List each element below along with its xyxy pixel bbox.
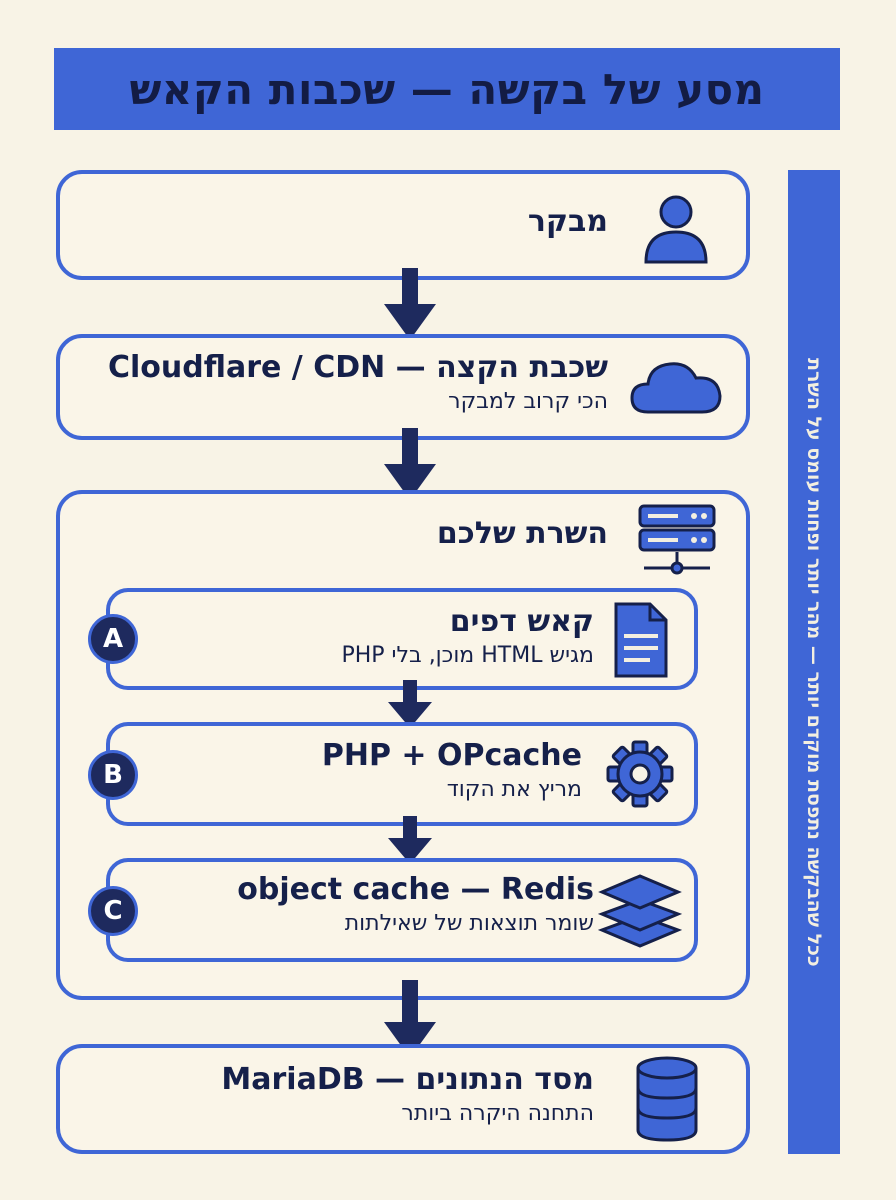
php-subtitle: מריץ את הקוד	[446, 777, 582, 802]
title-banner: מסע של בקשה — שכבות הקאש	[54, 48, 840, 130]
object-cache-title: object cache — Redis	[237, 872, 594, 907]
arrow-php-to-object-cache	[388, 816, 432, 864]
side-note-text: ככל שהבקשה נתפסת מוקדם יותר — מהר יותר ו…	[803, 357, 825, 967]
database-subtitle: התחנה היקרה ביותר	[401, 1101, 594, 1126]
php-text: PHP + OPcache מריץ את הקוד	[322, 738, 582, 804]
database-text: מסד הנתונים — MariaDB התחנה היקרה ביותר	[221, 1062, 594, 1128]
page-cache-text: קאש דפים מגיש HTML מוכן, בלי PHP	[341, 604, 594, 670]
badge-a: A	[88, 614, 138, 664]
edge-layer-title: שכבת הקצה — Cloudflare / CDN	[107, 350, 608, 385]
database-title: מסד הנתונים — MariaDB	[221, 1062, 594, 1097]
php-title: PHP + OPcache	[321, 738, 582, 773]
arrow-visitor-to-edge	[384, 268, 436, 340]
server-title: השרת שלכם	[436, 516, 608, 551]
document-icon	[614, 602, 668, 678]
side-note-banner: ככל שהבקשה נתפסת מוקדם יותר — מהר יותר ו…	[788, 170, 840, 1154]
page-title: מסע של בקשה — שכבות הקאש	[129, 64, 765, 114]
badge-c: C	[88, 886, 138, 936]
page-cache-title: קאש דפים	[449, 604, 594, 639]
database-icon	[636, 1056, 698, 1142]
visitor-title: מבקר	[527, 204, 608, 239]
visitor-text: מבקר	[528, 204, 608, 240]
page-cache-subtitle: מגיש HTML מוכן, בלי PHP	[341, 643, 594, 668]
gear-icon	[606, 740, 674, 808]
object-cache-subtitle: שומר תוצאות של שאילתות	[344, 911, 594, 936]
badge-b: B	[88, 750, 138, 800]
layers-icon	[598, 874, 682, 948]
server-icon	[638, 504, 716, 575]
edge-layer-subtitle: הכי קרוב למבקר	[448, 389, 608, 414]
user-icon	[644, 195, 708, 264]
cloud-icon	[630, 362, 722, 414]
arrow-edge-to-server	[384, 428, 436, 500]
database-box	[56, 1044, 750, 1154]
arrow-server-to-database	[384, 980, 436, 1058]
edge-layer-text: שכבת הקצה — Cloudflare / CDN הכי קרוב למ…	[108, 350, 608, 416]
arrow-page-cache-to-php	[388, 680, 432, 728]
server-text: השרת שלכם	[437, 516, 608, 552]
object-cache-text: object cache — Redis שומר תוצאות של שאיל…	[237, 872, 594, 938]
object-cache-box	[106, 858, 698, 962]
php-box	[106, 722, 698, 826]
